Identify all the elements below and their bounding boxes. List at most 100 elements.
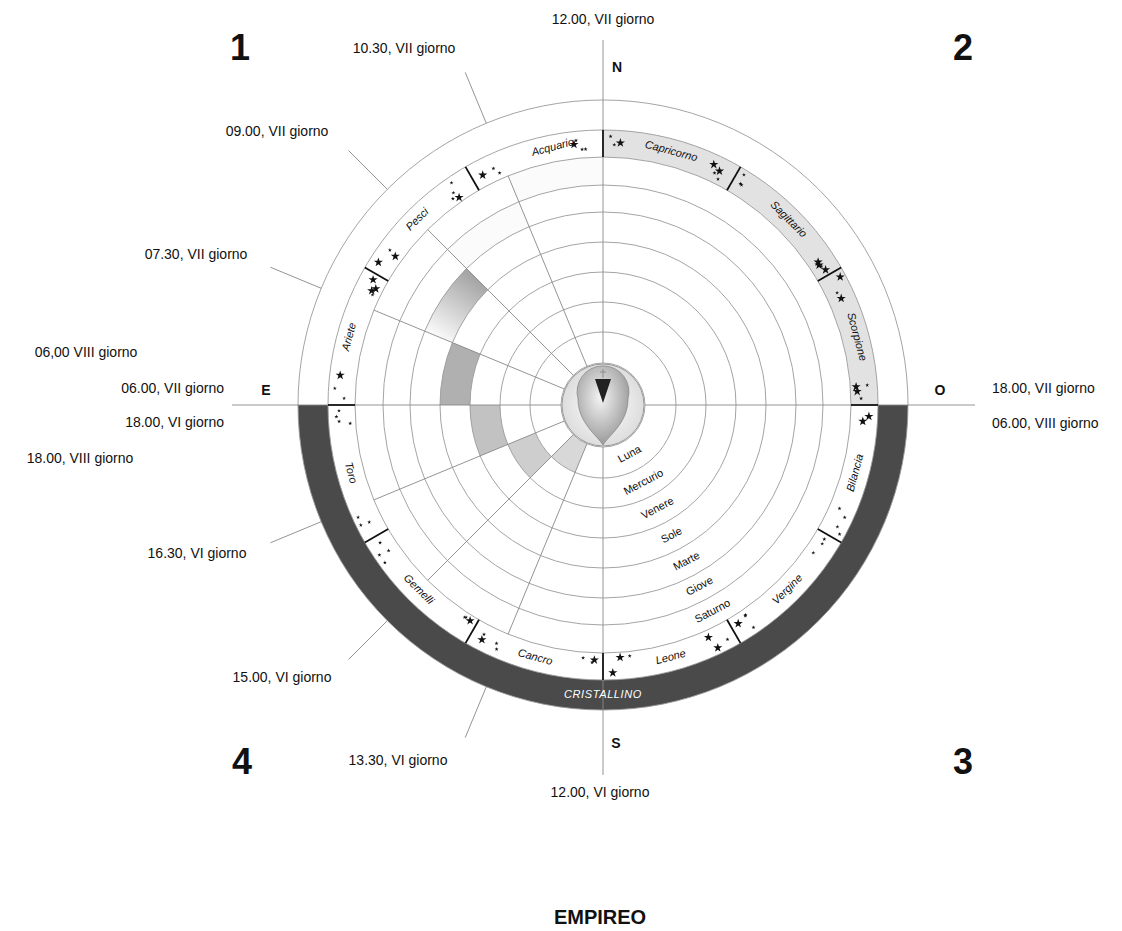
star-symbol [837,506,841,510]
sun-position-segment [508,433,552,478]
star-symbol [333,386,337,390]
star-symbol [712,171,716,175]
node-label: Pesci [404,206,431,233]
time-label: 12.00, VII giorno [552,12,655,26]
time-leader-line [270,522,321,543]
star-symbol [751,625,755,629]
star-symbol [369,275,378,284]
zodiac-sign-sector: Ariete [339,318,363,356]
sphere-ring [561,363,645,447]
star-symbol [359,523,363,527]
zodiac-sign-sector: Cancro [513,645,557,670]
compass-point: E [261,383,270,397]
time-label: 07.30, VII giorno [145,247,248,261]
time-label: 06.00, VII giorno [121,381,224,395]
sphere-ring [298,100,908,710]
star-symbol [616,138,625,147]
star-symbol [581,656,585,660]
star-symbol [388,248,392,252]
compass-point: O [935,383,946,397]
star-symbol [859,396,863,400]
axis-line [878,405,975,406]
zodiac-divider [602,653,604,680]
time-label: 13.30, VI giorno [349,753,448,767]
time-label: 18.00, VIII giorno [27,451,134,465]
star-symbol [336,370,345,379]
time-label: 10.30, VII giorno [353,41,456,55]
zodiac-divider [727,167,741,190]
star-symbol [383,560,387,564]
axis-line [603,157,604,363]
zodiac-divider [818,268,841,282]
time-label: 09.00, VII giorno [226,124,329,138]
star-symbol [580,147,584,151]
star-symbol [734,619,743,628]
zodiac-divider [328,404,355,406]
axis-line [232,405,328,406]
star-symbol [704,633,713,642]
quadrant-number: 2 [953,30,973,66]
star-symbol [348,421,352,425]
node-label: Toro [343,461,359,485]
star-symbol [356,515,360,519]
star-symbol [612,143,616,147]
star-symbol [482,632,486,636]
zodiac-divider [818,529,841,543]
star-symbol [618,655,622,659]
planet-sphere-band: Sole [656,522,689,549]
star-symbol [843,515,847,519]
zodiac-divider [851,404,878,406]
time-label: 18.00, VI giorno [125,415,224,429]
star-symbol [455,193,464,202]
star-symbol [713,643,722,652]
star-symbol [616,653,625,662]
star-symbol [836,272,845,281]
star-symbol [367,286,376,295]
star-symbol [628,654,632,658]
star-symbol [478,170,487,179]
star-symbol [374,257,383,266]
zodiac-divider [466,167,480,190]
node-label: Acquario [530,136,575,158]
time-leader-line [374,310,564,389]
crystalline-sphere-band: CRISTALLINO [561,688,645,703]
zodiac-divider [727,620,741,643]
time-leader-line [508,176,587,366]
star-symbol [820,542,824,546]
planet-sphere-band: Luna [613,441,647,469]
jerusalem-cross [603,369,604,378]
compass-point: N [612,60,622,74]
star-symbol [494,641,498,645]
star-symbol [449,181,453,185]
star-symbol [342,396,346,400]
axis-line [645,405,851,406]
node-label: CRISTALLINO [564,689,642,700]
time-label: 06,00 VIII giorno [35,345,138,359]
quadrant-number: 1 [230,30,250,66]
star-symbol [367,520,371,524]
sun-position-segment [470,405,508,456]
time-leader-line [428,435,574,581]
star-symbol [498,171,502,175]
node-label: Marte [671,550,701,573]
star-symbol [477,635,486,644]
node-label: Cancro [517,647,554,667]
star-symbol [864,412,873,421]
star-symbol [464,615,468,619]
star-symbol [838,532,842,536]
star-symbol [835,525,839,529]
star-symbol [743,613,747,617]
inferno-cone [595,379,611,403]
star-symbol [337,419,341,423]
star-symbol [742,173,746,177]
zodiac-divider [365,268,388,282]
node-label: Luna [616,444,643,465]
compass-point: S [611,736,620,750]
zodiac-divider [365,529,388,543]
star-symbol [865,383,869,387]
time-leader-line [508,444,587,634]
time-leader-line [270,267,321,288]
star-symbol [835,291,839,295]
time-leader-line [428,230,574,376]
